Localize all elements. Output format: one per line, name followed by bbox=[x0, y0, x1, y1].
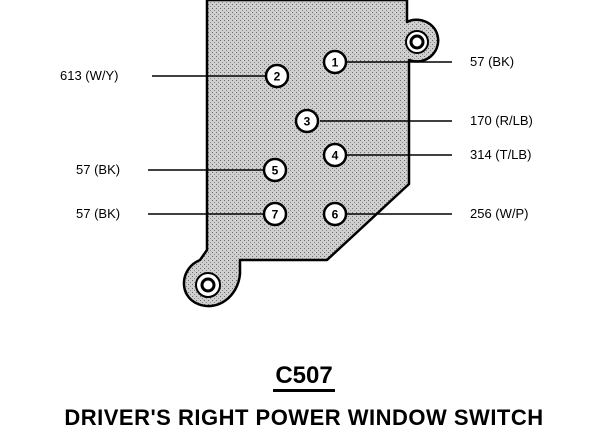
circuit-label-pin-7: 57 (BK) bbox=[76, 206, 120, 221]
pin-7-number: 7 bbox=[272, 208, 279, 222]
circuit-label-pin-2: 613 (W/Y) bbox=[60, 68, 119, 83]
circuit-label-pin-5: 57 (BK) bbox=[76, 162, 120, 177]
mounting-ear-bottom bbox=[195, 272, 221, 298]
pin-2-number: 2 bbox=[274, 70, 281, 84]
connector-id: C507 bbox=[273, 362, 335, 392]
pin-4-number: 4 bbox=[332, 149, 339, 163]
connector-diagram: 1 2 3 4 5 6 7 613 (W/Y) 57 (BK) 57 (BK) … bbox=[60, 0, 533, 308]
wire-leads bbox=[148, 61, 452, 215]
pin-3: 3 bbox=[294, 108, 320, 134]
circuit-label-pin-4: 314 (T/LB) bbox=[470, 147, 531, 162]
pin-3-number: 3 bbox=[304, 115, 311, 129]
connector-name: DRIVER'S RIGHT POWER WINDOW SWITCH bbox=[64, 405, 544, 430]
pin-7: 7 bbox=[262, 201, 288, 227]
pin-5: 5 bbox=[262, 157, 288, 183]
circuit-label-pin-3: 170 (R/LB) bbox=[470, 113, 533, 128]
pin-6-number: 6 bbox=[332, 208, 339, 222]
pin-2: 2 bbox=[264, 63, 290, 89]
pin-4: 4 bbox=[322, 142, 348, 168]
connector-id-heading: C507 bbox=[0, 362, 608, 392]
circuit-label-pin-1: 57 (BK) bbox=[470, 54, 514, 69]
pin-5-number: 5 bbox=[272, 164, 279, 178]
pin-6: 6 bbox=[322, 201, 348, 227]
mounting-ear-top bbox=[405, 30, 429, 54]
pin-1: 1 bbox=[322, 49, 348, 75]
pin-1-number: 1 bbox=[332, 56, 339, 70]
connector-body bbox=[182, 0, 440, 308]
circuit-label-pin-6: 256 (W/P) bbox=[470, 206, 529, 221]
